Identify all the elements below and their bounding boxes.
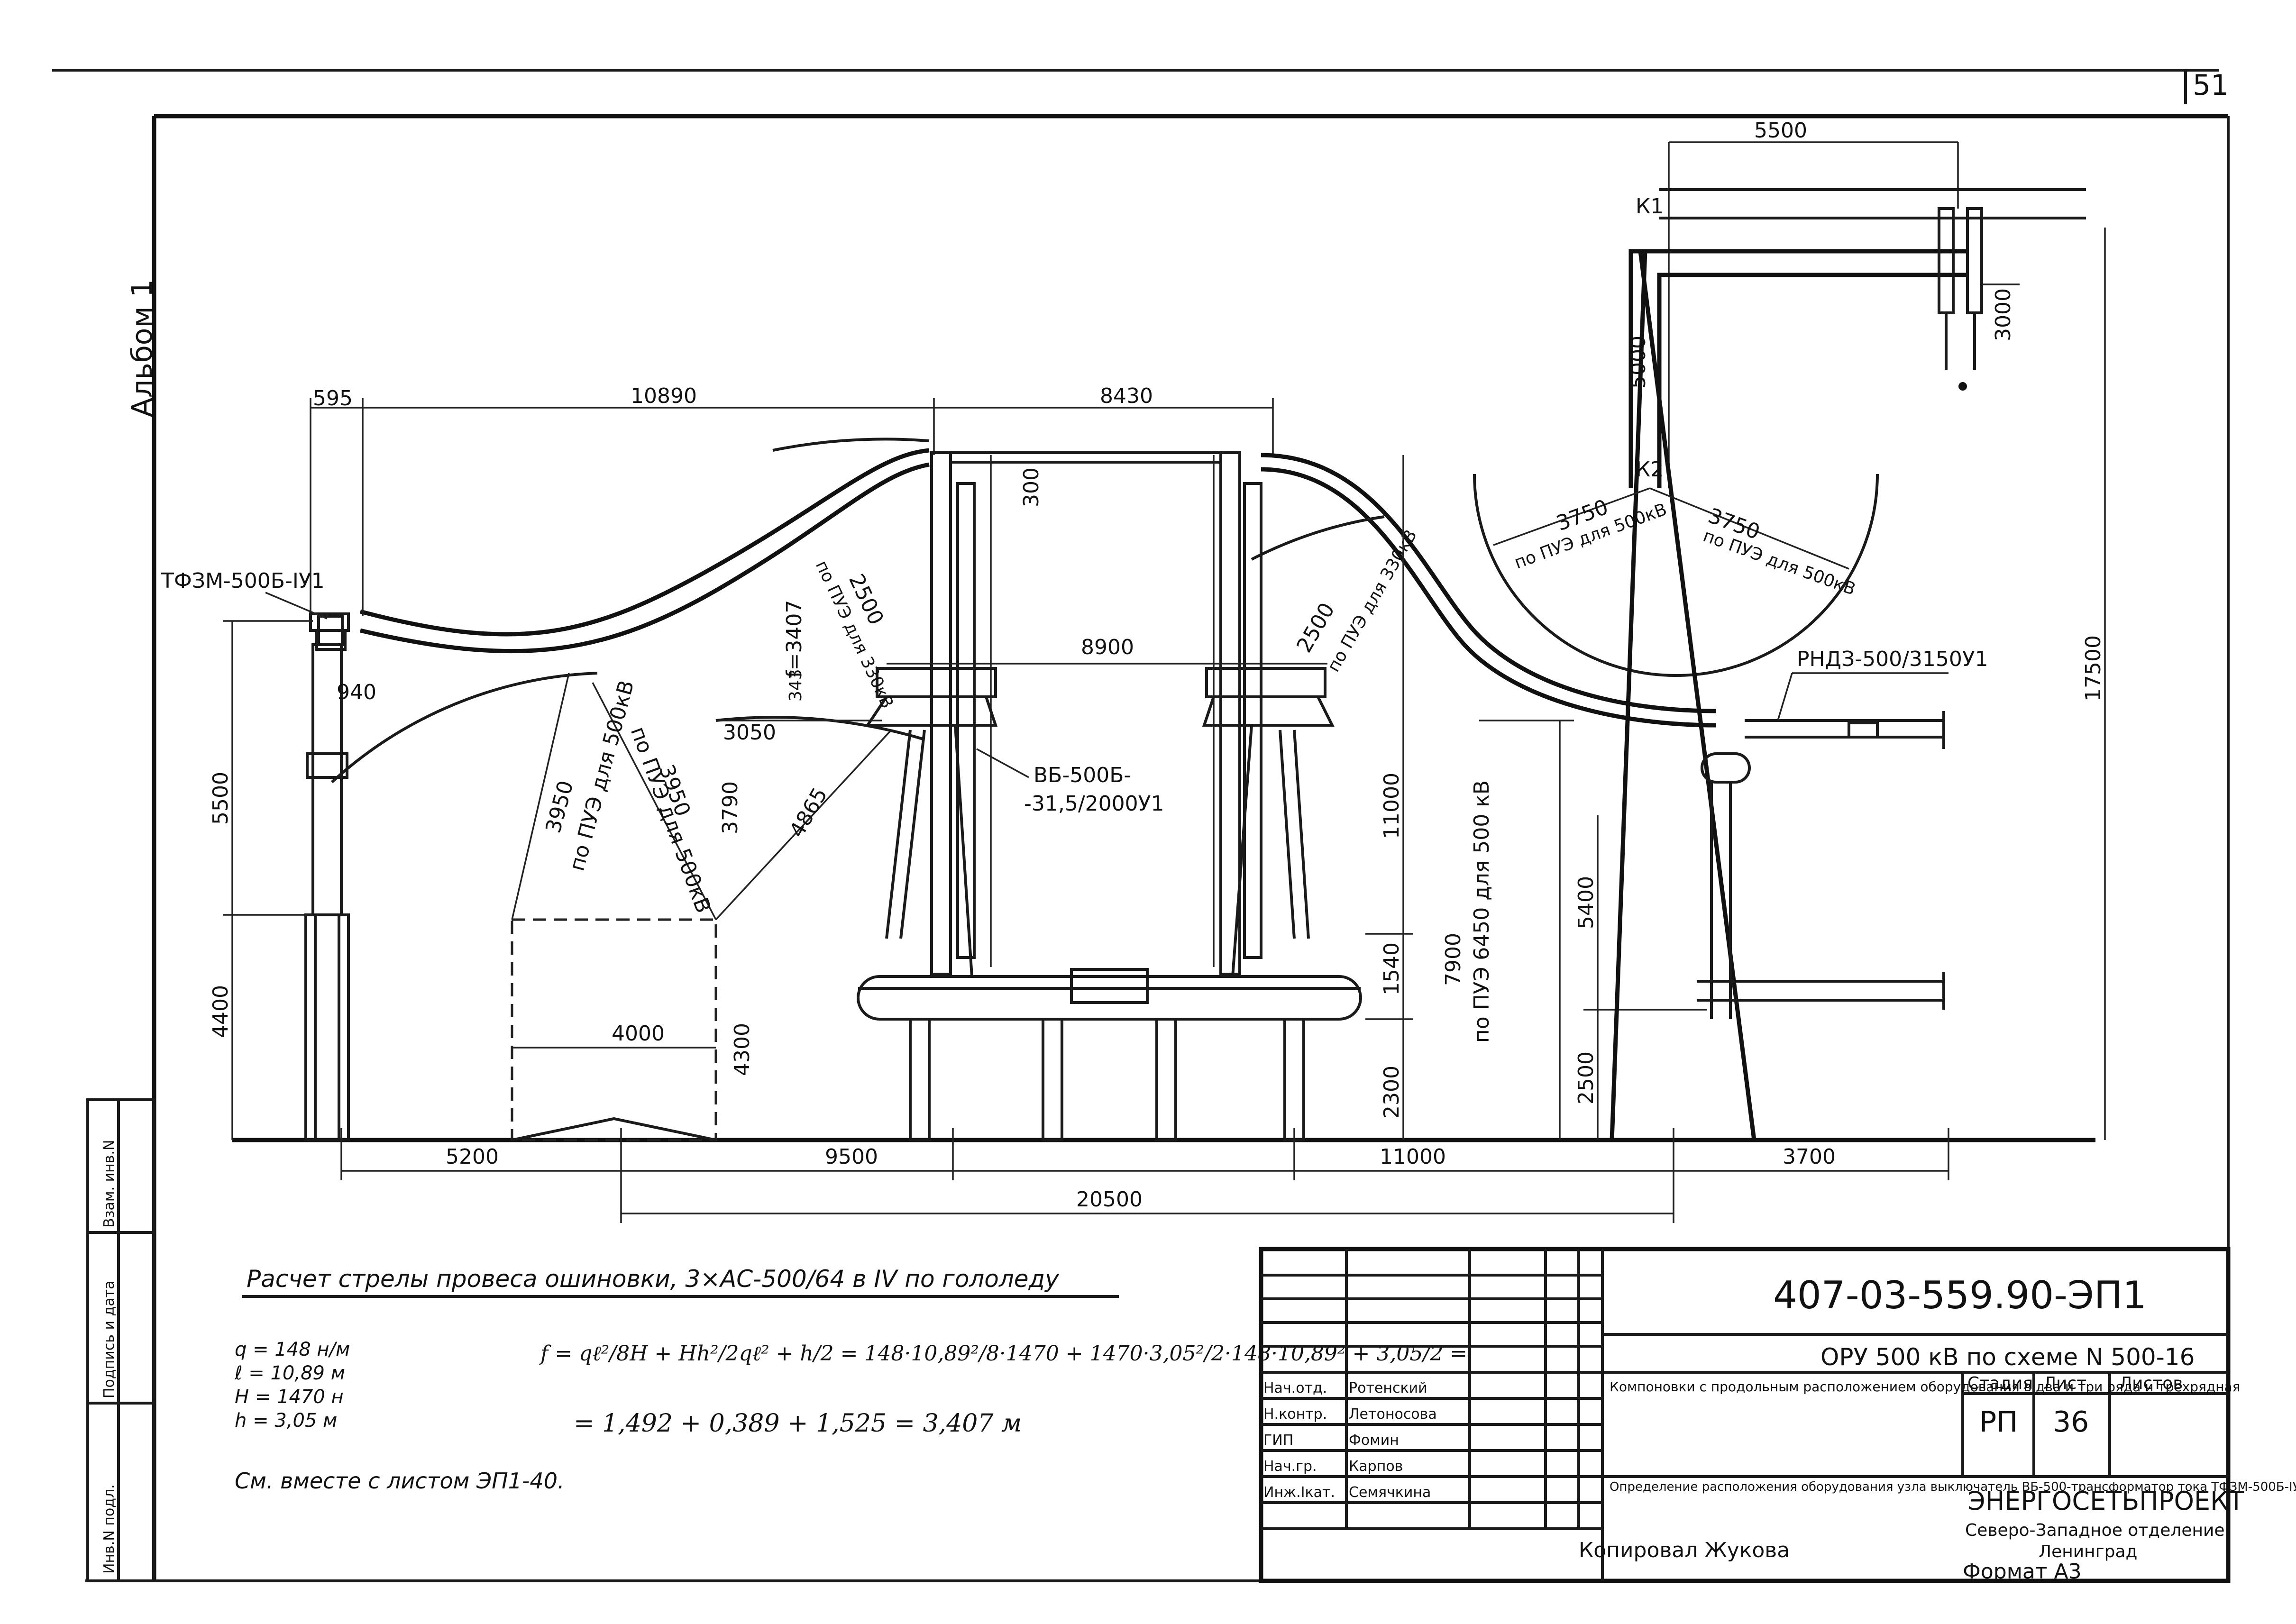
bottom-dimensions <box>340 1128 1949 1223</box>
breaker-vb500 <box>857 451 1362 1141</box>
clearance-envelope <box>511 918 717 1141</box>
calc-note: См. вместе с листом ЭП1-40. <box>235 1468 565 1494</box>
copied-by: Копировал Жукова <box>1579 1538 1790 1562</box>
dim-3000: 3000 <box>1991 288 2015 341</box>
stage-header: Стадия <box>1967 1374 2033 1393</box>
doc-object: ОРУ 500 кВ по схеме N 500-16 <box>1820 1343 2195 1371</box>
portal-structure <box>1610 188 2086 1140</box>
role-1: Н.контр. <box>1263 1406 1327 1423</box>
dim-5500-top: 5500 <box>1754 119 1807 143</box>
calc-l: ℓ = 10,89 м <box>234 1362 345 1384</box>
vertical-dimensions <box>223 228 2106 1140</box>
dim-343: 343 <box>786 669 805 702</box>
sheet-value: 36 <box>2053 1405 2089 1439</box>
dim-5500: 5500 <box>209 772 233 825</box>
label-k2: К2 <box>1636 457 1664 482</box>
name-2: Фомин <box>1349 1432 1399 1449</box>
label-vb-b: -31,5/2000У1 <box>1024 792 1164 816</box>
top-dimensions <box>310 141 1959 616</box>
org-city: Ленинград <box>2039 1542 2137 1561</box>
dim-300: 300 <box>1019 467 1043 507</box>
side-stamp-sign: Подпись и дата <box>101 1281 118 1399</box>
dim-2500-b: 2500 <box>1292 599 1339 657</box>
dim-2300: 2300 <box>1380 1066 1404 1119</box>
dim-4300: 4300 <box>730 1023 754 1076</box>
dim-595: 595 <box>313 386 353 411</box>
sag-calculation: Расчет стрелы провеса ошиновки, 3×АС-500… <box>234 1265 1467 1494</box>
title-block <box>1259 1247 2231 1583</box>
calc-result: = 1,492 + 0,389 + 1,525 = 3,407 м <box>574 1409 1022 1438</box>
label-rndz: РНДЗ-500/3150У1 <box>1797 647 1988 671</box>
role-2: ГИП <box>1263 1432 1293 1449</box>
clearance-arcs <box>330 438 1879 784</box>
label-k1: К1 <box>1636 194 1664 219</box>
calc-h: h = 3,05 м <box>235 1410 337 1432</box>
dim-8900: 8900 <box>1081 635 1134 659</box>
dim-4000: 4000 <box>612 1022 665 1046</box>
dim-3700: 3700 <box>1783 1145 1836 1169</box>
dim-3790: 3790 <box>718 781 742 834</box>
envelope-base <box>512 1117 716 1141</box>
current-transformer-tfzm <box>304 612 350 1141</box>
puz500-b: по ПУЭ для 500кВ <box>626 723 716 916</box>
dim-4400: 4400 <box>209 985 233 1038</box>
left-busbar <box>359 448 930 654</box>
dim-4865: 4865 <box>785 784 832 841</box>
name-0: Ротенский <box>1349 1380 1427 1396</box>
doc-title-2: Определение расположения оборудования уз… <box>1610 1480 2296 1494</box>
dim-7900: 7900 <box>1441 933 1465 986</box>
dim-940: 940 <box>337 680 376 704</box>
org-name: ЭНЕРГОСЕТЬПРОЕКТ <box>1967 1486 2244 1516</box>
name-4: Семячкина <box>1349 1484 1431 1501</box>
dim-5400: 5400 <box>1574 876 1598 929</box>
side-stamp-inv: Инв.N подл. <box>101 1484 118 1574</box>
stage-value: РП <box>1979 1405 2018 1439</box>
puz500-a: по ПУЭ для 500кВ <box>565 678 639 874</box>
dim-11000-v: 11000 <box>1380 773 1404 839</box>
dim-9500: 9500 <box>825 1145 878 1169</box>
side-stamp-replace: Взам. инв.N <box>101 1140 118 1228</box>
label-tfzm: ТФЗМ-500Б-IУ1 <box>161 569 325 593</box>
dim-3050: 3050 <box>723 721 776 745</box>
dim-20500: 20500 <box>1076 1187 1143 1212</box>
dim-1540: 1540 <box>1380 942 1404 995</box>
dim-17500: 17500 <box>2081 635 2105 702</box>
puz6450: по ПУЭ 6450 для 500 кВ <box>1470 780 1494 1043</box>
calc-title: Расчет стрелы провеса ошиновки, 3×АС-500… <box>247 1265 1060 1293</box>
role-0: Нач.отд. <box>1263 1380 1327 1396</box>
right-busbar <box>1261 453 1717 728</box>
sheet-format: Формат А3 <box>1963 1560 2082 1584</box>
sheet-frame <box>52 69 2230 1582</box>
calc-H: H = 1470 н <box>235 1386 344 1408</box>
doc-title-1: Компоновки с продольным расположением об… <box>1610 1379 2241 1395</box>
name-1: Летоносова <box>1349 1406 1437 1423</box>
calc-q: q = 148 н/м <box>235 1339 350 1360</box>
puz330-r: по ПУЭ для 330кВ <box>1324 527 1421 675</box>
sag-f: f=3407 <box>782 600 806 678</box>
role-3: Нач.гр. <box>1263 1458 1317 1475</box>
dim-10890: 10890 <box>631 384 697 408</box>
dim-3950-a: 3950 <box>541 778 578 835</box>
name-3: Карпов <box>1349 1458 1403 1475</box>
label-vb-a: ВБ-500Б- <box>1034 763 1131 787</box>
page-number: 51 <box>2193 69 2229 102</box>
dim-5200: 5200 <box>446 1145 499 1169</box>
side-stamp: Инв.N подл. Подпись и дата Взам. инв.N <box>86 1098 156 1582</box>
dim-5000: 5000 <box>1626 336 1650 389</box>
album-label: Альбом 1 <box>126 279 159 417</box>
sheets-header: Листов <box>2119 1374 2183 1393</box>
dim-2500: 2500 <box>1574 1051 1598 1104</box>
org-branch: Северо-Западное отделение <box>1965 1521 2225 1540</box>
doc-code: 407-03-559.90-ЭП1 <box>1773 1273 2147 1317</box>
dim-11000: 11000 <box>1380 1145 1446 1169</box>
role-4: Инж.Ікат. <box>1263 1484 1335 1501</box>
dim-8430: 8430 <box>1100 384 1153 408</box>
sheet-header: Лист <box>2043 1374 2086 1393</box>
